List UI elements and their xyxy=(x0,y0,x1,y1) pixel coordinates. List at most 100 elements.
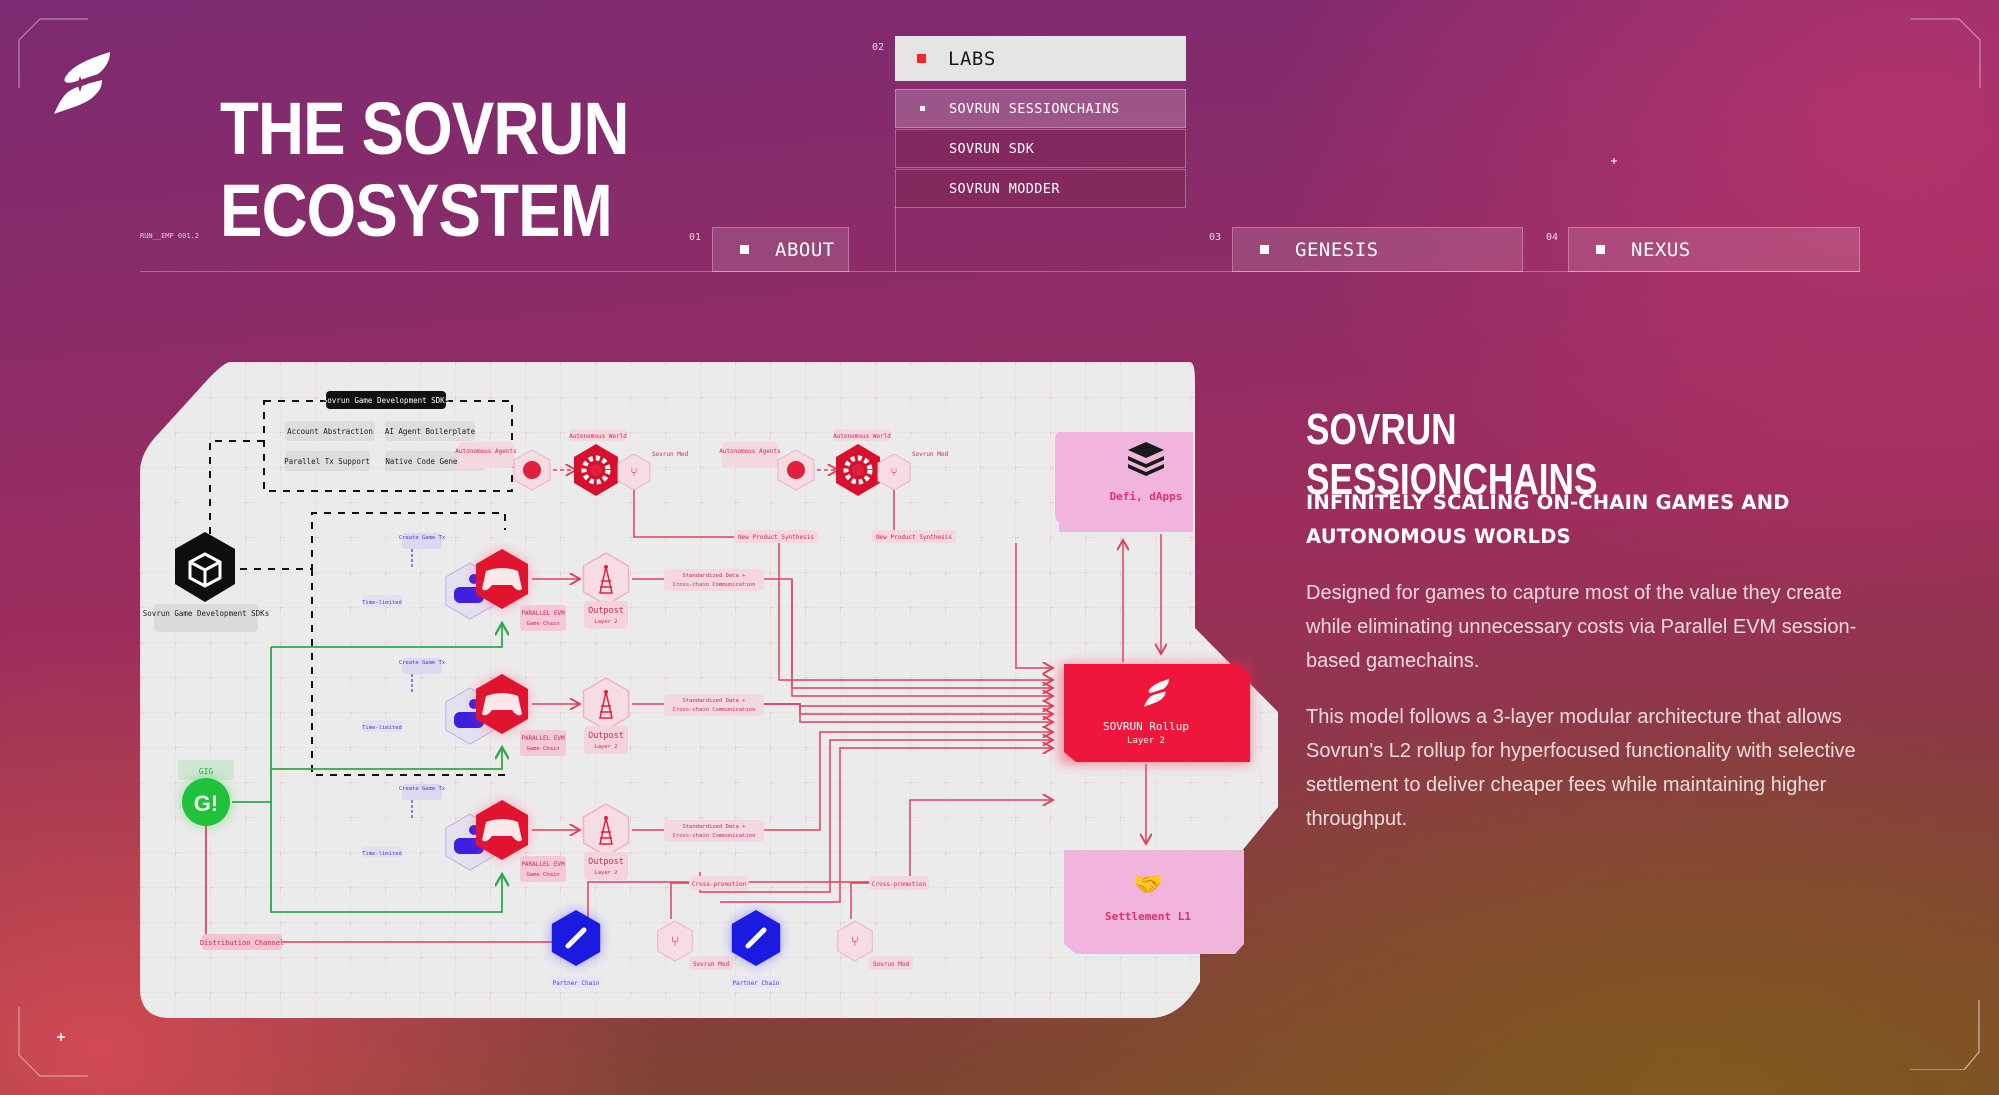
nav-number-labs: 02 xyxy=(872,42,885,53)
section-code: RUN__EMP 001.2 xyxy=(140,232,200,240)
submenu-item-modder[interactable]: SOVRUN MODDER xyxy=(895,169,1186,208)
submenu-item-label: SOVRUN MODDER xyxy=(949,180,1060,197)
bullet-square-icon xyxy=(917,54,926,63)
header-divider xyxy=(140,271,1860,272)
distribution-channel-label: Distribution Channel xyxy=(200,939,284,947)
sdk-feature: Native Code Generation xyxy=(385,457,484,466)
outpost-layer-label: Layer 2 xyxy=(594,870,617,876)
nav-tab-genesis[interactable]: GENESIS xyxy=(1232,227,1523,272)
svg-text:⑂: ⑂ xyxy=(630,465,637,479)
submenu-item-sessionchains[interactable]: SOVRUN SESSIONCHAINS xyxy=(895,89,1186,128)
game-chain-label: Game Chain xyxy=(526,872,559,878)
sovrun-mod-label: Sovrun Mod xyxy=(693,961,730,968)
partner-chain-label: Partner Chain xyxy=(733,980,780,987)
frame-corner-bottom-left xyxy=(18,1007,88,1077)
settlement-box xyxy=(1064,850,1244,954)
nav-number-nexus: 04 xyxy=(1546,232,1559,243)
svg-text:G!: G! xyxy=(194,791,218,816)
defi-dapps-label: Defi, dApps xyxy=(1110,490,1183,503)
sdk-cube-icon xyxy=(175,532,235,602)
cross-promotion-label: Cross-promotion xyxy=(692,881,747,888)
sparkle-icon xyxy=(1610,150,1618,164)
outpost-layer-label: Layer 2 xyxy=(594,744,617,750)
page-title-line2: ECOSYSTEM xyxy=(220,169,613,252)
sparkle-icon xyxy=(57,1026,65,1041)
sdk-node-label: Sovrun Game Development SDKs xyxy=(143,609,269,618)
cross-promotion-label: Cross-promotion xyxy=(872,881,927,888)
submenu-item-label: SOVRUN SESSIONCHAINS xyxy=(949,100,1120,117)
autonomous-agents-label: Autonomous Agents xyxy=(455,448,517,455)
sdk-feature: AI Agent Boilerplate xyxy=(385,427,476,436)
nav-tab-genesis-label: GENESIS xyxy=(1295,238,1379,261)
sdk-group-title-bg xyxy=(326,391,446,409)
defi-dapps-box xyxy=(1055,432,1193,532)
sovrun-mod-label: Sovrun Mod xyxy=(873,961,910,968)
nav-tab-about-label: ABOUT xyxy=(775,238,835,261)
sovrun-logo-icon[interactable] xyxy=(52,50,114,114)
standardized-data-label: Standardized Data + xyxy=(683,573,747,579)
new-product-synthesis-label: New Product Synthesis xyxy=(876,534,952,541)
cross-chain-label: Cross-chain Communication xyxy=(673,707,756,713)
create-game-tx-label: Create Game Tx xyxy=(399,660,446,666)
architecture-diagram: Sovrun Game Development SDKs Account Abs… xyxy=(140,362,1280,1018)
parallel-evm-label: PARALLEL EVM xyxy=(521,610,565,617)
parallel-evm-label: PARALLEL EVM xyxy=(521,861,565,868)
standardized-data-label: Standardized Data + xyxy=(683,698,747,704)
labs-submenu: SOVRUN SESSIONCHAINS SOVRUN SDK SOVRUN M… xyxy=(895,89,1186,209)
game-chain-label: Game Chain xyxy=(526,746,559,752)
bullet-square-icon xyxy=(740,245,749,254)
svg-text:⑂: ⑂ xyxy=(890,465,897,479)
sdk-feature: Parallel Tx Support xyxy=(284,457,370,466)
submenu-item-sdk[interactable]: SOVRUN SDK xyxy=(895,129,1186,168)
outpost-layer-label: Layer 2 xyxy=(594,619,617,625)
autonomous-world-group: Autonomous Agents Autonomous World ⑂ Sov… xyxy=(719,429,1053,668)
settlement-label: Settlement L1 xyxy=(1105,910,1191,923)
submenu-item-label: SOVRUN SDK xyxy=(949,140,1035,157)
new-product-synthesis-label: New Product Synthesis xyxy=(738,534,814,541)
nav-tab-labs-label: LABS xyxy=(948,47,996,70)
standardized-data-label: Standardized Data + xyxy=(683,824,747,830)
active-dot-icon xyxy=(920,106,925,111)
svg-text:⑂: ⑂ xyxy=(671,934,679,950)
sdk-group-title: Sovrun Game Development SDKs xyxy=(323,396,449,405)
sovrun-mod-icon xyxy=(837,920,873,962)
outpost-label: Outpost xyxy=(588,606,624,616)
autonomous-agents-label: Autonomous Agents xyxy=(719,448,781,455)
game-chain-label: Game Chain xyxy=(526,621,559,627)
frame-corner-bottom-right xyxy=(1910,1000,1980,1071)
nav-tab-nexus-label: NEXUS xyxy=(1631,238,1691,261)
time-limited-label: Time-limited xyxy=(362,600,402,606)
page-title: THE SOVRUN ECOSYSTEM xyxy=(220,88,629,252)
autonomous-world-group: Autonomous Agents Autonomous World ⑂ Sov… xyxy=(455,429,1053,680)
rollup-layer: Layer 2 xyxy=(1127,736,1165,746)
time-limited-label: Time-limited xyxy=(362,725,402,731)
section-paragraph-1: Designed for games to capture most of th… xyxy=(1306,582,1857,672)
bullet-square-icon xyxy=(1596,245,1605,254)
nav-tab-about[interactable]: ABOUT xyxy=(712,227,849,272)
nav-number-genesis: 03 xyxy=(1209,232,1222,243)
page-title-line1: THE SOVRUN xyxy=(220,87,629,170)
nav-tab-labs[interactable]: LABS xyxy=(895,36,1186,81)
section-title: SOVRUN SESSIONCHAINS xyxy=(1306,405,1598,504)
outpost-label: Outpost xyxy=(588,731,624,741)
frame-corner-top-right xyxy=(1911,18,1981,88)
nav-tab-nexus[interactable]: NEXUS xyxy=(1568,227,1860,272)
sovrun-rollup-box xyxy=(1064,664,1250,762)
autonomous-world-label: Autonomous World xyxy=(569,433,627,440)
nav-number-about: 01 xyxy=(689,232,702,243)
cross-chain-label: Cross-chain Communication xyxy=(673,833,756,839)
gig-label: GIG xyxy=(199,767,214,776)
sovrun-rollup-logo-icon xyxy=(1143,678,1170,707)
outpost-label: Outpost xyxy=(588,857,624,867)
rollup-title: SOVRUN Rollup xyxy=(1103,720,1189,733)
layers-stack-icon xyxy=(1128,442,1164,476)
frame-corner-top-left xyxy=(18,18,88,88)
section-subtitle: INFINITELY SCALING ON-CHAIN GAMES AND AU… xyxy=(1306,491,1790,548)
bullet-square-icon xyxy=(1260,245,1269,254)
gig-logo-icon xyxy=(182,778,230,826)
time-limited-label: Time-limited xyxy=(362,851,402,857)
